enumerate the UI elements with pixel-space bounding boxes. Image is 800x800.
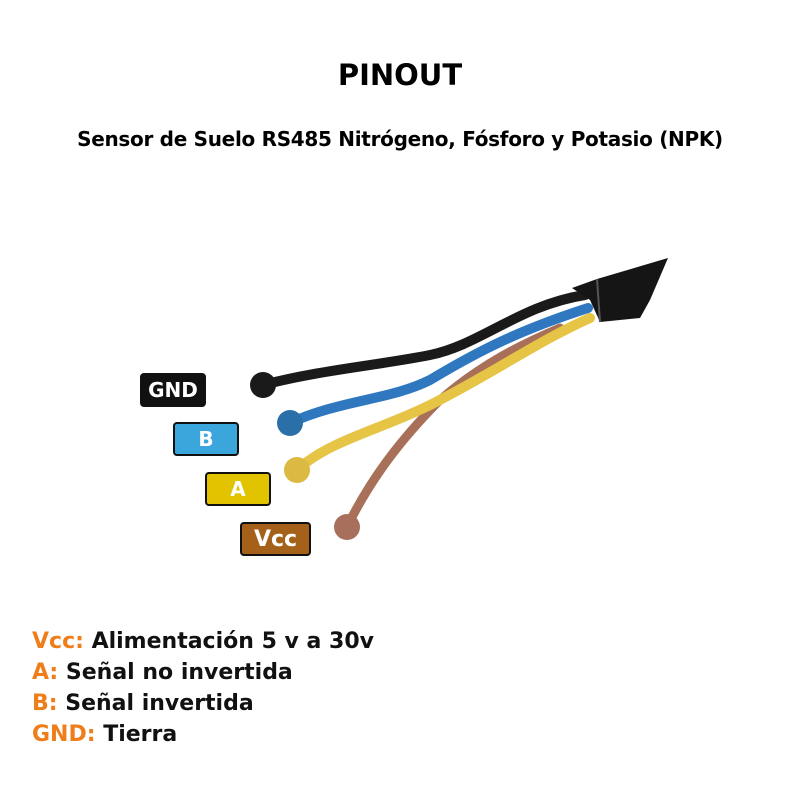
pin-label-a: A <box>205 472 271 506</box>
wire-black <box>258 290 590 390</box>
legend-item-b: B: Señal invertida <box>32 691 254 716</box>
wire-blue <box>285 303 593 428</box>
wire-end-brown <box>334 514 360 540</box>
pin-label-vcc: Vcc <box>240 522 311 556</box>
pin-legend: Vcc: Alimentación 5 v a 30v A: Señal no … <box>32 626 374 750</box>
wire-end-blue <box>277 410 303 436</box>
pin-label-b: B <box>173 422 239 456</box>
wire-end-yellow <box>284 457 310 483</box>
page-subtitle: Sensor de Suelo RS485 Nitrógeno, Fósforo… <box>77 127 723 151</box>
wire-yellow <box>292 313 595 475</box>
legend-item-gnd: GND: Tierra <box>32 722 178 747</box>
cable-jacket <box>572 258 668 322</box>
legend-item-a: A: Señal no invertida <box>32 660 293 685</box>
page-title: PINOUT <box>337 58 463 92</box>
wire-end-black <box>250 372 276 398</box>
pin-label-gnd: GND <box>140 373 206 407</box>
legend-item-vcc: Vcc: Alimentación 5 v a 30v <box>32 629 375 654</box>
